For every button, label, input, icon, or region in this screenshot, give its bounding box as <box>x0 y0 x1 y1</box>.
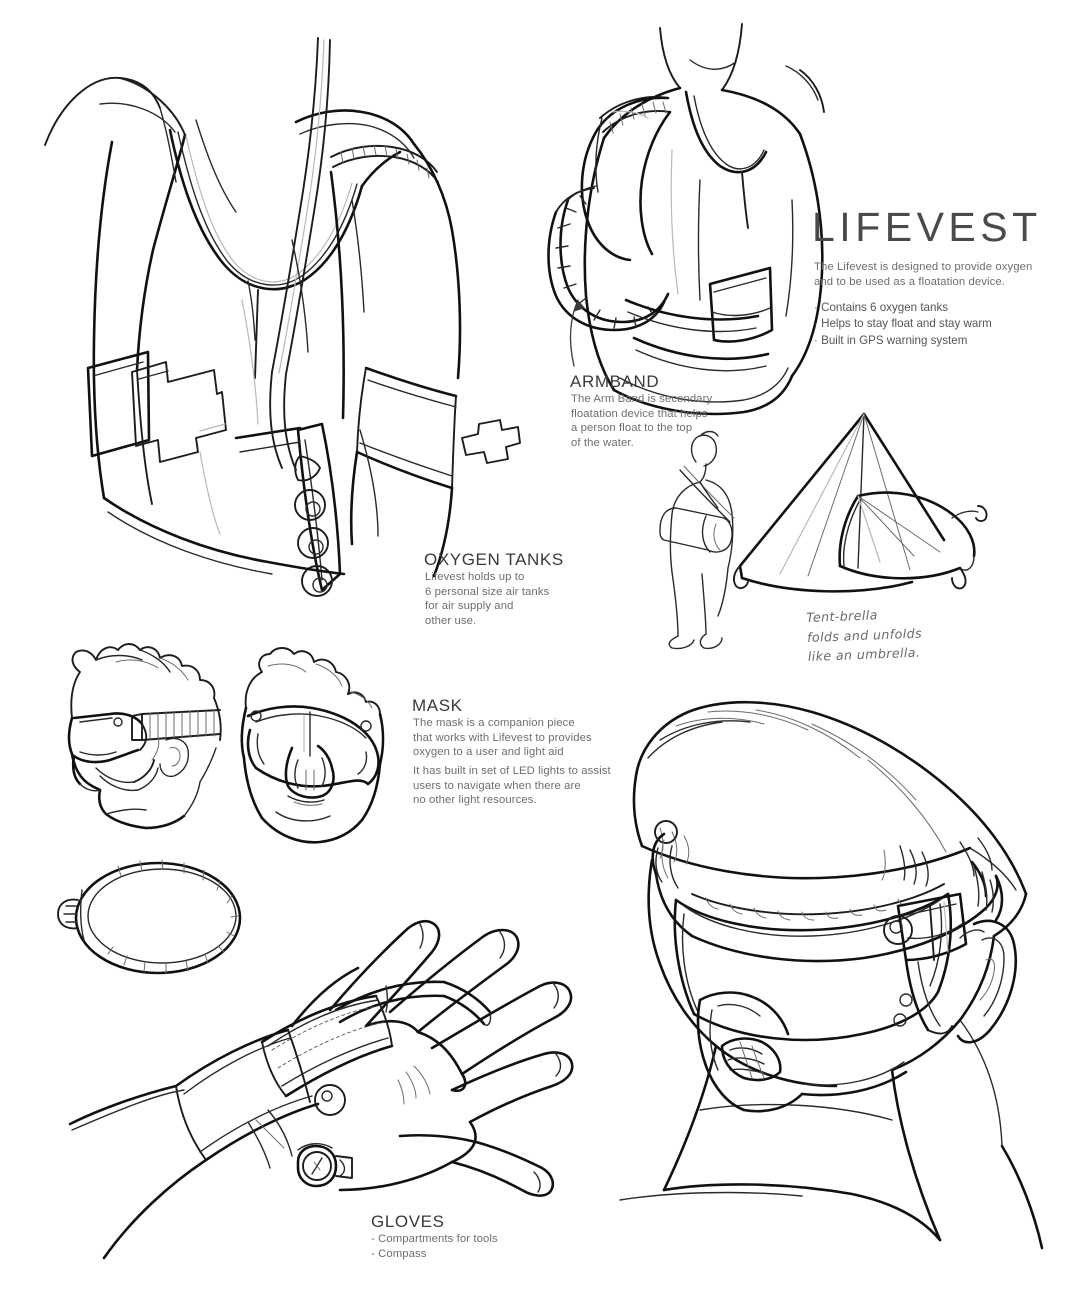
lifevest-bullets: · Contains 6 oxygen tanks · Helps to sta… <box>814 301 992 347</box>
mask-heading: MASK <box>412 696 463 715</box>
page-title: LIFEVEST <box>812 204 1042 250</box>
armband-heading: ARMBAND <box>570 372 660 391</box>
drawing-vest-armband-view <box>547 23 825 416</box>
gloves-body: - Compartments for tools - Compass <box>371 1233 498 1260</box>
mask-body: The mask is a companion piece that works… <box>413 717 592 759</box>
oxygen-tanks-heading: OXYGEN TANKS <box>424 550 564 569</box>
drawing-mask-head-front <box>240 647 385 844</box>
drawing-armband-ring <box>57 859 242 975</box>
gloves-heading: GLOVES <box>371 1212 445 1231</box>
drawing-vest-front-main <box>44 37 521 597</box>
armband-body: The Arm Band is secondary floatation dev… <box>571 393 713 450</box>
drawing-glove-hand <box>68 919 574 1260</box>
lifevest-description: The Lifevest is designed to provide oxyg… <box>814 261 1033 288</box>
tent-brella-note: Tent-brella folds and unfolds like an um… <box>806 607 923 664</box>
oxygen-tanks-body: Lifevest holds up to 6 personal size air… <box>425 571 550 628</box>
mask-body-2: It has built in set of LED lights to ass… <box>413 765 611 807</box>
drawing-mask-head-profile <box>67 643 222 830</box>
drawing-mask-portrait <box>619 700 1044 1250</box>
